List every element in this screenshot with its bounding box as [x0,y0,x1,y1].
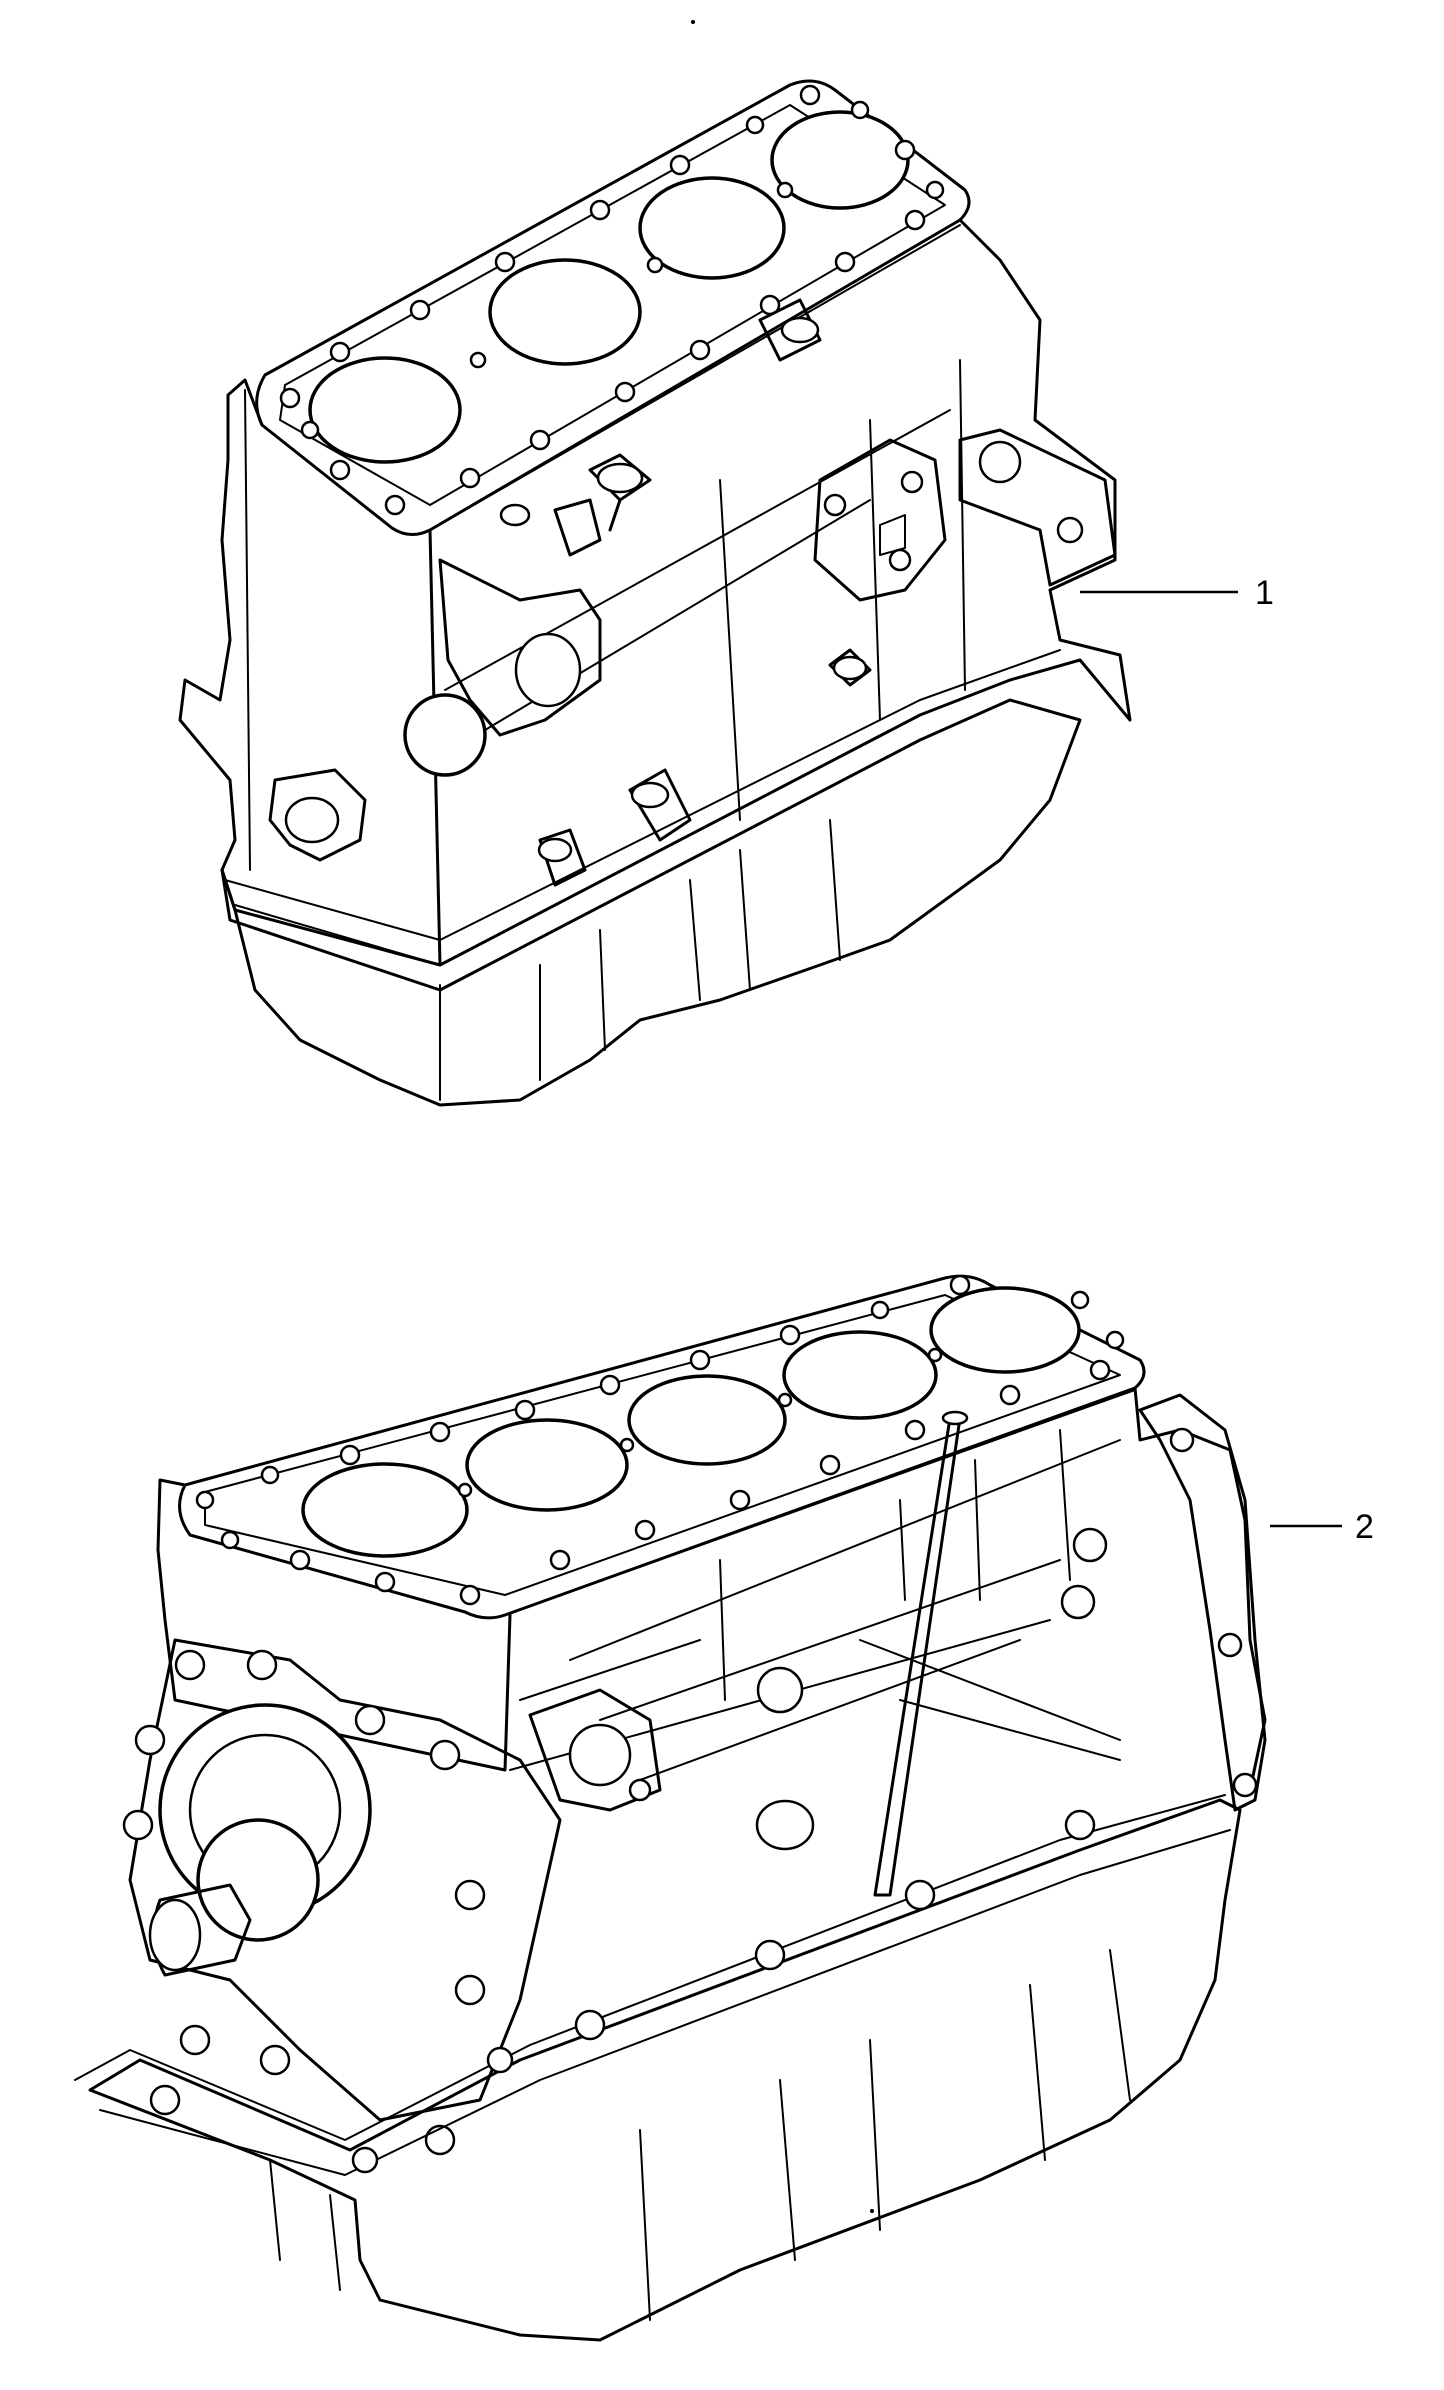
engine-2-webs [569,1439,1121,1781]
engine-1-front-flange [438,558,602,737]
engine-1-gasket-inner [279,104,946,506]
engine-1-block-body [178,218,1132,967]
engine-2-cylinder-bores [301,1286,1081,1558]
engine-1-block-ribs [244,224,966,871]
engine-2-pan-bosses [351,1809,1096,2174]
speck-bottom [870,2209,874,2213]
speck-top [691,20,695,24]
engine-2-block-ribs [504,1389,1136,1771]
callout-1[interactable]: 1 [1080,574,1274,612]
engine-1-gasket-holes [279,84,945,516]
engine-1-rear-flange [958,428,1117,587]
engine-1-studs [499,298,872,887]
engine-1-pan-ribs [439,819,841,1101]
callout-1-label: 1 [1255,574,1274,612]
engine-2-pan-ribs [269,1949,1131,2321]
engine-block-2[interactable] [74,1274,1267,2342]
engine-block-1[interactable] [178,79,1132,1107]
engine-1-oil-pan [220,698,1082,1107]
engine-1-oil-filter-flange [813,438,947,602]
engine-2-gasket-holes [195,1274,1125,1606]
engine-2-oil-pan [88,1798,1242,2342]
engine-1-pan-flange [224,649,1061,966]
engine-2-gasket-inner [204,1294,1121,1596]
engine-2-rear-flange [1138,1393,1267,1812]
engine-2-coolant-flange [528,1688,662,1812]
engine-1-crank-seal [403,693,487,777]
callout-2[interactable]: 2 [1270,1508,1374,1546]
engine-1-oil-pump-stub [268,768,367,862]
callout-2-label: 2 [1355,1508,1374,1546]
engine-1-cylinder-bores [308,110,910,464]
